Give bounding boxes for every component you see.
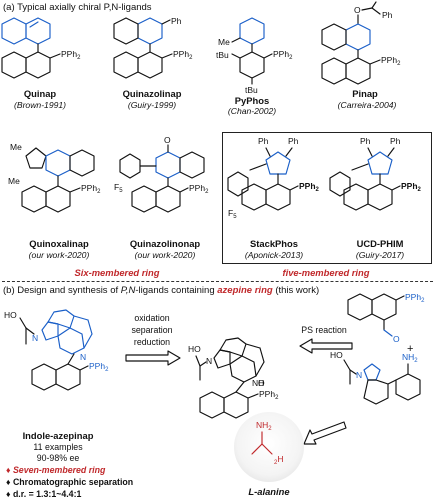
section-a-title: (a) Typical axially chiral P,N-ligands bbox=[3, 2, 152, 13]
pinap-cite: (Carreira-2004) bbox=[337, 100, 397, 110]
quinazolinonap-f5: F5 bbox=[114, 182, 123, 194]
aldehyde-pph2: PPh2 bbox=[405, 292, 425, 304]
bullet-separation: ♦ Chromatographic separation bbox=[6, 477, 134, 487]
quinazolinonap-name: Quinazolinonap bbox=[129, 238, 201, 249]
azepinap-n1: N bbox=[32, 333, 38, 343]
aldehyde-o: O bbox=[393, 334, 400, 344]
product-ee: 90-98% ee bbox=[36, 453, 80, 463]
azepinap-ho: HO bbox=[4, 310, 17, 320]
arrow1-icon bbox=[125, 350, 181, 366]
quinoxalinap-pph2: PPh2 bbox=[81, 183, 101, 195]
arrow2-label: PS reaction bbox=[301, 325, 347, 335]
arrow2-icon bbox=[299, 338, 353, 354]
quinap-name: Quinap bbox=[23, 88, 57, 99]
pinap-pph2: PPh2 bbox=[381, 55, 401, 67]
pinap-o: O bbox=[354, 5, 361, 15]
alanine-nh2: NH2 bbox=[256, 420, 272, 432]
quinap-structure: PPh2 bbox=[1, 17, 81, 79]
stackphos-structure: Ph Ph F5 PPh2 bbox=[227, 136, 320, 220]
quinazolinonap-structure: O F5 PPh2 bbox=[114, 135, 209, 213]
aminophenyl-indole-structure: HO N NH2 bbox=[330, 350, 421, 405]
quinoxalinap-me1: Me bbox=[10, 142, 22, 152]
stackphos-ph1: Ph bbox=[258, 136, 269, 146]
ucd-phim-cite: (Guiry-2017) bbox=[355, 250, 405, 260]
quinazolinonap-o: O bbox=[164, 135, 171, 145]
aldehyde-phosphine-structure: PPh2 O bbox=[347, 292, 425, 344]
pyphos-tbu1: tBu bbox=[216, 50, 229, 60]
pyphos-name: PyPhos bbox=[234, 95, 270, 106]
five-membered-label: five-membered ring bbox=[282, 267, 370, 278]
indole-azepinap-structure: HO N N PPh2 bbox=[4, 309, 109, 391]
ucd-phim-structure: Ph Ph PPh2 bbox=[329, 136, 422, 211]
pyphos-pph2: PPh2 bbox=[273, 49, 293, 61]
azepinap-n2: N bbox=[80, 352, 86, 362]
ucd-phim-name: UCD-PHIM bbox=[356, 238, 404, 249]
quinazolinap-name: Quinazolinap bbox=[122, 88, 182, 99]
section-divider bbox=[2, 281, 433, 282]
section-b-title: (b) Design and synthesis of P,N-ligands … bbox=[3, 285, 320, 296]
ucd-phim-ph1: Ph bbox=[360, 136, 371, 146]
quinazolinonap-pph2: PPh2 bbox=[189, 183, 209, 195]
quinoxalinap-name: Quinoxalinap bbox=[29, 238, 89, 249]
pyphos-structure: Me tBu tBu PPh2 bbox=[216, 17, 293, 95]
indole-ho: HO bbox=[330, 350, 343, 360]
six-membered-label: Six-membered ring bbox=[74, 267, 160, 278]
inter-o: O bbox=[258, 378, 265, 388]
five-membered-box bbox=[222, 132, 432, 264]
indole-nh2: NH2 bbox=[402, 352, 418, 364]
quinoxalinap-cite: (our work-2020) bbox=[28, 250, 90, 260]
quinazolinap-structure: Ph PPh2 bbox=[113, 16, 193, 79]
quinazolinonap-cite: (our work-2020) bbox=[134, 250, 196, 260]
ucd-phim-pph2: PPh2 bbox=[401, 181, 422, 193]
quinap-cite: (Brown-1991) bbox=[13, 100, 67, 110]
arrow3-icon bbox=[303, 421, 347, 445]
product-examples: 11 examples bbox=[33, 442, 83, 452]
alanine-co2h: 2H bbox=[274, 454, 283, 466]
indole-n: N bbox=[356, 370, 362, 380]
inter-ho: HO bbox=[188, 344, 201, 354]
alanine-label: L-alanine bbox=[248, 486, 290, 497]
quinazolinap-cite: (Guiry-1999) bbox=[127, 100, 177, 110]
pinap-structure: O Ph PPh2 bbox=[321, 1, 401, 85]
azepinap-pph2: PPh2 bbox=[89, 361, 109, 373]
ucd-phim-ph2: Ph bbox=[390, 136, 401, 146]
bullet-dr: ♦ d.r. = 1.3:1~4.4:1 bbox=[6, 489, 82, 499]
quinoxalinap-structure: Me Me PPh2 bbox=[8, 142, 101, 213]
bullet-seven-membered: ♦ Seven-membered ring bbox=[6, 465, 106, 475]
alanine-circle bbox=[234, 412, 304, 482]
pyphos-me: Me bbox=[218, 37, 230, 47]
stackphos-ph2: Ph bbox=[288, 136, 299, 146]
arrow1-oxidation: oxidation bbox=[134, 313, 170, 323]
quinap-pph2: PPh2 bbox=[61, 49, 81, 61]
pyphos-tbu2: tBu bbox=[245, 85, 258, 95]
quinoxalinap-me2: Me bbox=[8, 176, 20, 186]
stackphos-cite: (Aponick-2013) bbox=[244, 250, 304, 260]
pinap-name: Pinap bbox=[352, 88, 378, 99]
stackphos-pph2: PPh2 bbox=[299, 181, 320, 193]
intermediate-azepine-structure: HO N NH PPh2 O bbox=[188, 337, 279, 419]
plus-sign: + bbox=[407, 343, 414, 355]
inter-n: N bbox=[206, 356, 212, 366]
stackphos-f5: F5 bbox=[228, 208, 237, 220]
quinazolinap-pph2: PPh2 bbox=[173, 49, 193, 61]
alanine-structure: NH2 2H bbox=[251, 420, 283, 466]
product-name: Indole-azepinap bbox=[22, 430, 94, 441]
inter-p: PPh2 bbox=[259, 389, 279, 401]
arrow1-reduction: reduction bbox=[133, 337, 171, 347]
pinap-ph: Ph bbox=[382, 10, 393, 20]
pyphos-cite: (Chan-2002) bbox=[227, 106, 277, 116]
inter-nh: NH bbox=[252, 378, 264, 388]
arrow1-separation: separation bbox=[131, 325, 173, 335]
quinazolinap-ph: Ph bbox=[171, 16, 182, 26]
stackphos-name: StackPhos bbox=[250, 238, 298, 249]
